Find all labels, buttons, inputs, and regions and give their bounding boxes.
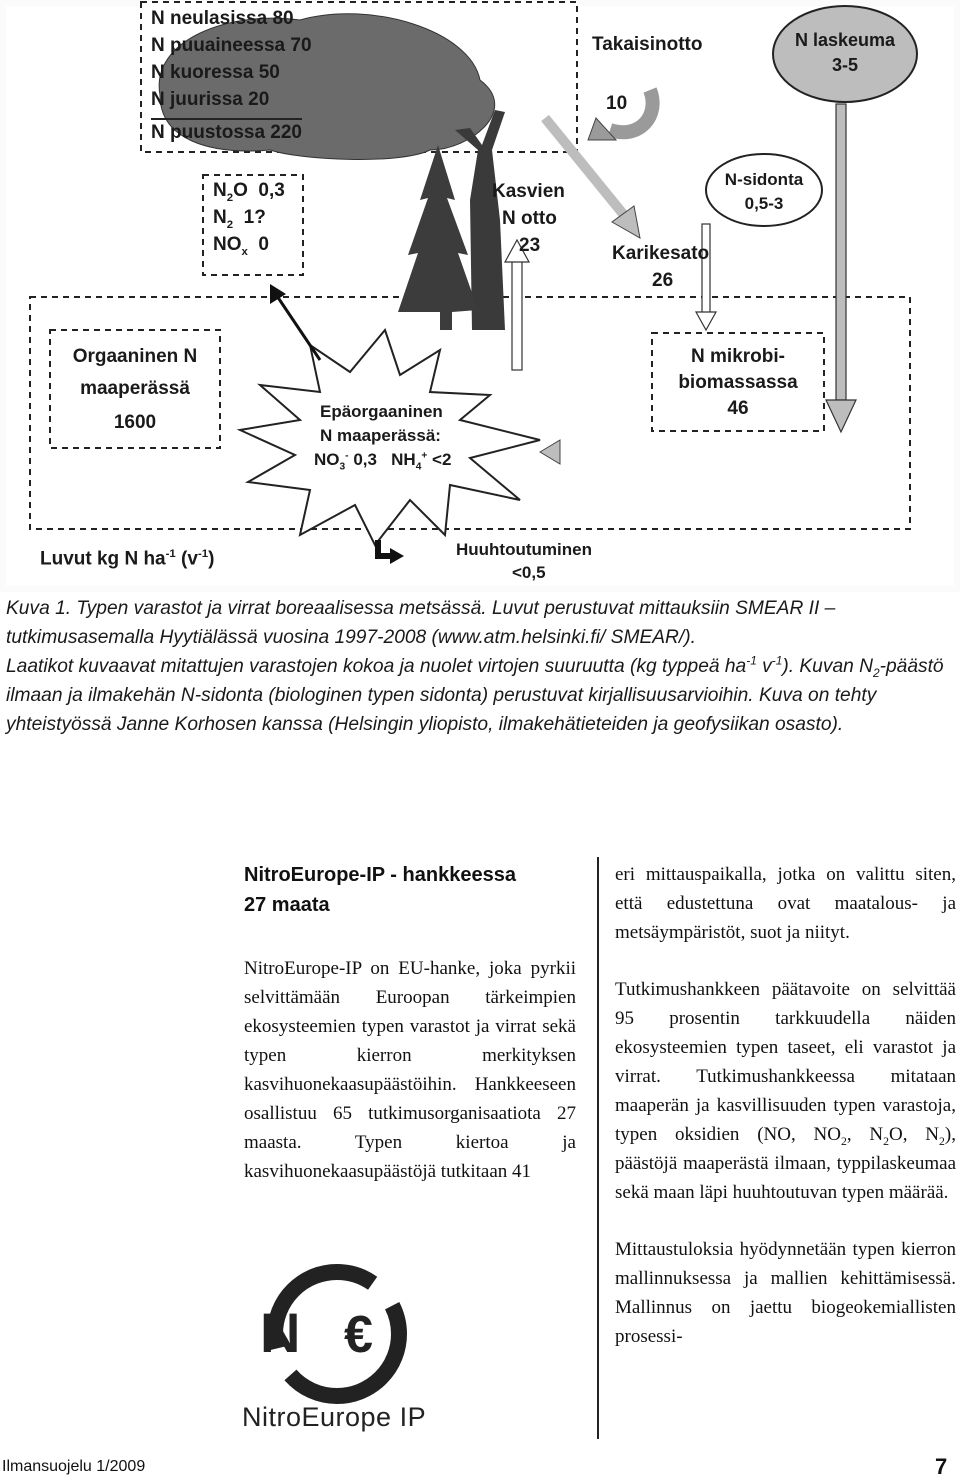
svg-text:N: N: [260, 1301, 300, 1364]
total-stock-label: N puustossa 220: [151, 118, 302, 144]
flow-arrows: [270, 87, 857, 564]
fixation-value: 0,5-3: [744, 194, 784, 213]
n2-label: N2 1?: [213, 207, 266, 231]
uptake-value: 23: [519, 235, 541, 256]
nitroeurope-logo-icon: N €: [260, 1264, 407, 1404]
bark-label: N kuoressa 50: [151, 62, 280, 83]
nitrogen-cycle-figure: N neulasissa 80 N puuaineessa 70 N kuore…: [0, 0, 960, 592]
microbial-n-box: [651, 332, 825, 432]
article-left-body: NitroEurope-IP on EU-hanke, joka pyrkii …: [244, 958, 576, 1182]
deposition-label: N laskeuma: [794, 30, 896, 50]
page-number: 7: [935, 1454, 948, 1479]
uptake-label-line1: Kasvien: [492, 181, 565, 202]
takaisinotto-value: 10: [606, 93, 628, 114]
gas-emission-box: [202, 174, 304, 276]
inorganic-values: NO3- 0,3 NH4+ <2: [314, 450, 452, 473]
right-paragraph-3: Mittaustuloksia hyödynnetään typen kierr…: [615, 1239, 956, 1347]
inorganic-label-line1: Epäorgaaninen: [320, 402, 443, 421]
organic-n-value: 1600: [113, 412, 157, 433]
needles-label: N neulasissa 80: [151, 8, 294, 29]
units-label: Luvut kg N ha-1 (v-1): [40, 548, 215, 570]
microbial-label-line2: biomassassa: [678, 372, 798, 393]
right-paragraph-1: eri mittauspaikalla, jotka on valittu si…: [615, 864, 956, 943]
organic-n-label-line1: Orgaaninen N: [72, 346, 198, 367]
microbial-label-line1: N mikrobi-: [691, 346, 785, 367]
deposition-value: 3-5: [831, 55, 858, 75]
n2o-label: N2O 0,3: [213, 180, 285, 204]
leaching-value: <0,5: [512, 563, 546, 582]
article-heading-line2: 27 maata: [244, 894, 330, 916]
takaisinotto-label: Takaisinotto: [592, 34, 703, 55]
inorganic-label-line2: N maaperässä:: [320, 426, 441, 445]
spruce-tree-icon: [398, 145, 478, 330]
figure-caption: Kuva 1. Typen varastot ja virrat boreaal…: [6, 598, 944, 735]
caption-part3: . Kuvan N: [788, 656, 873, 677]
svg-text:€: €: [344, 1306, 373, 1364]
article-heading-line1: NitroEurope-IP - hankkeessa: [244, 864, 516, 886]
article-left-column: NitroEurope-IP - hankkeessa 27 maata Nit…: [244, 860, 576, 1186]
deposition-ellipse: [772, 5, 918, 103]
caption-part1: Kuva 1. Typen varastot ja virrat boreaal…: [6, 598, 836, 648]
article-right-column: eri mittauspaikalla, jotka on valittu si…: [615, 860, 956, 1379]
roots-label: N juurissa 20: [151, 89, 270, 110]
fixation-ellipse: [705, 153, 823, 227]
microbial-value: 46: [727, 398, 749, 419]
caption-part2: Laatikot kuvaavat mitattujen varastojen …: [6, 656, 747, 677]
deciduous-tree-icon: [158, 13, 505, 330]
litterfall-label: Karikesato: [612, 243, 710, 264]
organic-n-label-line2: maaperässä: [80, 378, 190, 399]
uptake-label-line2: N otto: [502, 208, 557, 229]
litterfall-value: 26: [652, 270, 674, 291]
fixation-label: N-sidonta: [724, 170, 804, 189]
publication-name: Ilmansuojelu 1/2009: [2, 1458, 146, 1475]
caption-part4: -päästö ilmaan ja ilmakehän N-sidonta (b…: [6, 656, 944, 735]
logo-text: NitroEurope IP: [242, 1402, 427, 1432]
leaching-label: Huuhtoutuminen: [456, 540, 592, 559]
right-paragraph-2: Tutkimushankkeen päätavoite on selvittää…: [615, 979, 956, 1203]
nox-label: NOx 0: [213, 234, 269, 258]
organic-n-box: [49, 329, 221, 449]
figure-graphics: [6, 1, 954, 586]
column-divider: [597, 857, 599, 1439]
wood-label: N puuaineessa 70: [151, 35, 312, 56]
